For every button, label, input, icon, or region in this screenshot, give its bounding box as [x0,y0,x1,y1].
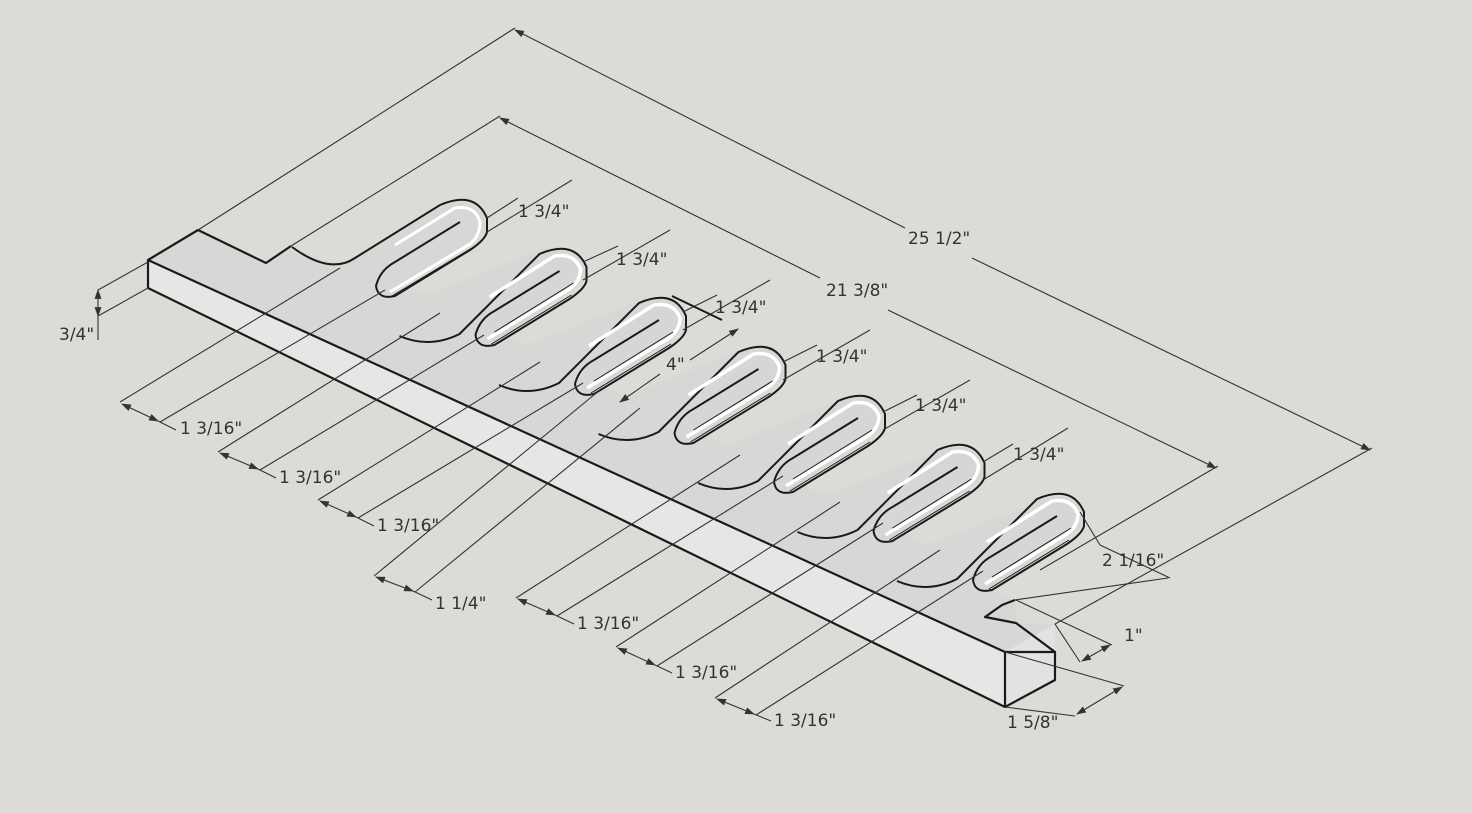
dim-slot-depth: 4" [664,355,687,375]
dim-slot-width-2: 1 3/4" [616,250,668,270]
slot-pocket [498,296,687,396]
dim-overall-length: 25 1/2" [906,229,973,249]
comb-top-region [291,201,1080,600]
slot-pocket [399,247,588,347]
board-end-outline [1003,650,1057,709]
board-notch-outline [983,598,1056,653]
dim-slot-width-1: 1 3/4" [518,202,570,222]
dim-board-width: 1 5/8" [1007,713,1059,733]
dim-thickness: 3/4" [59,325,95,345]
dim-slot-width-3: 1 3/4" [715,298,767,318]
dim-notch-depth: 1" [1124,626,1143,646]
slot-pocket [598,345,787,445]
dim-end-offset: 2 1/16" [1102,551,1165,571]
slot-pocket [697,394,886,494]
dim-finger-spacing-3: 1 3/16" [377,516,440,536]
dim-finger-spacing-6: 1 3/16" [675,663,738,683]
dim-slot-span-length: 21 3/8" [824,281,891,301]
dim-finger-spacing-4: 1 1/4" [435,594,487,614]
slot-pocket [797,443,986,543]
dim-finger-spacing-7: 1 3/16" [774,711,837,731]
dim-slot-width-6: 1 3/4" [1013,445,1065,465]
dim-finger-spacing-1: 1 3/16" [180,419,243,439]
dim-finger-spacing-5: 1 3/16" [577,614,640,634]
board-front-face [148,260,1005,707]
slot-pockets [399,247,1085,592]
board-bottom-edge [147,287,1006,708]
dim-slot-width-4: 1 3/4" [816,347,868,367]
slot-1 [291,198,488,298]
board-top-face [148,230,1055,652]
dim-slot-width-5: 1 3/4" [915,396,967,416]
slots [291,198,488,298]
dim-finger-spacing-2: 1 3/16" [279,468,342,488]
dimension-lines [94,27,1373,722]
board-body [146,201,1080,709]
board-front-top-edge [147,258,1006,654]
